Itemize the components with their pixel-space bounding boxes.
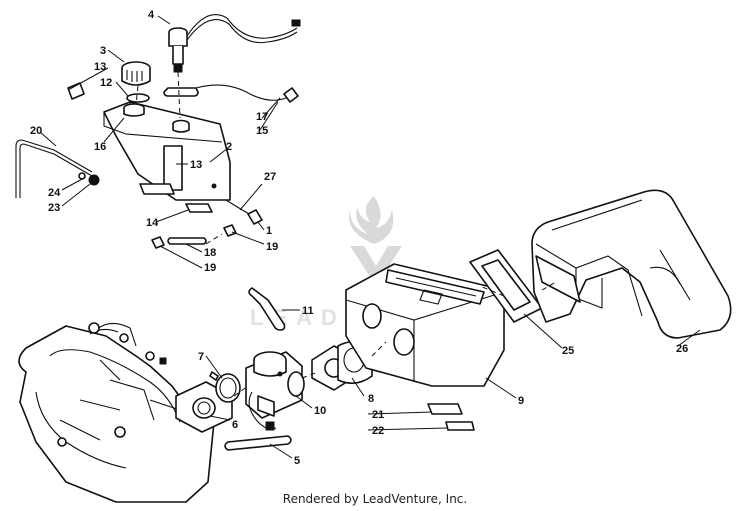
callout-12: 12 — [100, 77, 112, 89]
fuel-gauge-sender — [168, 14, 301, 73]
fuel-fitting — [247, 209, 263, 225]
callout-17: 17 — [256, 111, 268, 123]
callout-25: 25 — [562, 345, 574, 357]
air-intake-duct — [531, 189, 732, 339]
footer-credit: Rendered by LeadVenture, Inc. — [282, 492, 468, 506]
fuel-tank — [103, 101, 231, 201]
callout-14b: 14 — [146, 217, 159, 229]
fuel-filter-hose — [167, 237, 207, 245]
watermark-logo — [349, 196, 402, 286]
callout-8: 8 — [368, 393, 374, 405]
tank-cap — [121, 61, 151, 103]
callout-22: 22 — [372, 425, 384, 437]
callout-16: 16 — [94, 141, 106, 153]
vent-check-valve — [283, 87, 299, 103]
callout-19a: 19 — [266, 241, 278, 253]
engine — [18, 322, 215, 503]
callout-15: 15 — [256, 125, 268, 137]
fuel-clip-left — [151, 236, 165, 249]
callout-1: 1 — [266, 225, 272, 237]
overflow-tube — [15, 139, 100, 198]
callout-3: 3 — [100, 45, 106, 57]
silencer-pad-upper — [427, 403, 463, 415]
callout-23: 23 — [48, 202, 60, 214]
callout-7: 7 — [198, 351, 204, 363]
intake-clamp — [209, 371, 241, 403]
callout-27: 27 — [264, 171, 276, 183]
callout-5: 5 — [294, 455, 300, 467]
assembly-lines — [135, 71, 557, 397]
callout-14a: 13 — [190, 159, 202, 171]
vent-hose — [163, 87, 199, 97]
callout-10: 10 — [314, 405, 326, 417]
tank-pad — [185, 203, 213, 213]
callout-2: 2 — [226, 141, 232, 153]
air-silencer — [345, 263, 505, 387]
fuel-hose — [224, 435, 292, 451]
callout-21: 21 — [372, 409, 384, 421]
callout-26: 26 — [676, 343, 688, 355]
callout-19b: 19 — [204, 262, 216, 274]
tank-strap-clip — [67, 82, 85, 100]
callout-6: 6 — [232, 419, 238, 431]
carb-vent-hose — [248, 287, 286, 331]
callout-numbers: 4 3 13 12 16 13 2 17 15 20 24 23 14 27 1… — [30, 9, 688, 467]
callout-18: 18 — [204, 247, 216, 259]
callout-24: 24 — [48, 187, 61, 199]
silencer-gasket — [469, 249, 543, 323]
silencer-pad-lower — [445, 421, 475, 431]
carburetor — [245, 351, 305, 431]
callout-20: 20 — [30, 125, 42, 137]
callout-11: 11 — [302, 305, 314, 317]
leader-lines — [39, 15, 701, 459]
callout-13: 13 — [94, 61, 106, 73]
callout-9: 9 — [518, 395, 524, 407]
callout-4: 4 — [148, 9, 155, 21]
fuel-clip-right — [223, 224, 237, 237]
vent-line — [195, 84, 287, 101]
